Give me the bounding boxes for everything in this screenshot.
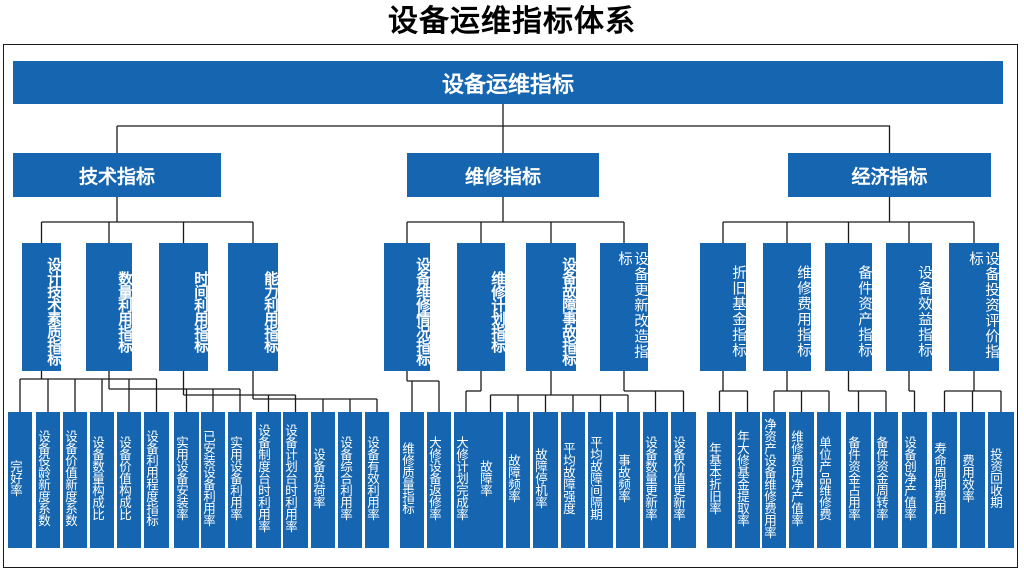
metric-leaf: 设备负荷率 (311, 412, 335, 548)
indicator-node: 设备效益指标 (886, 243, 932, 371)
metric-leaf: 大修设备返修率 (427, 412, 451, 548)
metric-leaf: 设备数量构成比 (90, 412, 114, 548)
metric-leaf: 故障停机率 (533, 412, 558, 548)
metric-leaf: 故障频率 (506, 412, 530, 548)
metric-leaf: 投资回收期 (988, 412, 1014, 548)
metric-leaf: 年大修基金提取率 (735, 412, 760, 548)
indicator-node: 设备更新改造指标 (600, 243, 648, 371)
root-node: 设备运维指标 (13, 61, 1003, 104)
indicator-node: 设备维修情况指标 (384, 243, 430, 371)
category-node: 技术指标 (13, 153, 221, 197)
indicator-node: 折旧基金指标 (700, 243, 746, 371)
indicator-node: 设计技术素质指标 (22, 243, 61, 371)
metric-leaf: 故障率 (478, 412, 503, 548)
metric-leaf: 完好率 (8, 412, 32, 548)
indicator-node: 维修费用指标 (763, 243, 811, 371)
metric-leaf: 事故频率 (616, 412, 640, 548)
indicator-node: 备件资产指标 (825, 243, 872, 371)
metric-leaf: 设备创净产值率 (902, 412, 927, 548)
metric-leaf: 设备价值更新率 (671, 412, 696, 548)
metric-leaf: 费用效率 (960, 412, 985, 548)
metric-leaf: 净资产设备维修费用率 (762, 412, 786, 548)
metric-leaf: 设备价值新度系数 (63, 412, 87, 548)
metric-leaf: 设备价值构成比 (117, 412, 141, 548)
indicator-node: 设备投资评价指标 (949, 243, 999, 371)
metric-leaf: 设备计划台时利用率 (283, 412, 308, 548)
metric-leaf: 年基本折旧率 (707, 412, 732, 548)
metric-leaf: 寿命周期费用 (932, 412, 957, 548)
metric-leaf: 实用设备安装率 (174, 412, 199, 548)
metric-leaf: 维修费用净产值率 (789, 412, 814, 548)
category-node: 维修指标 (407, 153, 599, 197)
metric-leaf: 已安装设备利用率 (201, 412, 225, 548)
metric-leaf: 备件资金周转率 (874, 412, 898, 548)
metric-leaf: 设备役龄新度系数 (36, 412, 60, 548)
metric-leaf: 设备有效利用率 (365, 412, 389, 548)
metric-leaf: 平均故障间隔期 (588, 412, 613, 548)
metric-leaf: 设备综合利用率 (338, 412, 362, 548)
metric-leaf: 单位产品维修费 (817, 412, 841, 548)
metric-leaf: 设备数量更新率 (643, 412, 668, 548)
page-title: 设备运维指标体系 (388, 4, 636, 39)
diagram-frame (3, 44, 1018, 568)
indicator-node: 数量利用指标 (86, 243, 132, 371)
metric-leaf: 维修质量指标 (400, 412, 424, 548)
metric-leaf: 平均故障强度 (561, 412, 585, 548)
metric-leaf: 实用设备利用率 (228, 412, 252, 548)
indicator-node: 时间利用指标 (159, 243, 208, 371)
metric-leaf: 设备制度台时利用率 (256, 412, 281, 548)
indicator-node: 维修计划指标 (457, 243, 505, 371)
metric-leaf: 大修计划完成率 (454, 412, 478, 548)
indicator-node: 能力利用指标 (228, 243, 278, 371)
category-node: 经济指标 (788, 153, 991, 197)
metric-leaf: 设备利用程度指标 (144, 412, 169, 548)
metric-leaf: 备件资金占用率 (846, 412, 871, 548)
indicator-node: 设备故障事故指标 (526, 243, 576, 371)
